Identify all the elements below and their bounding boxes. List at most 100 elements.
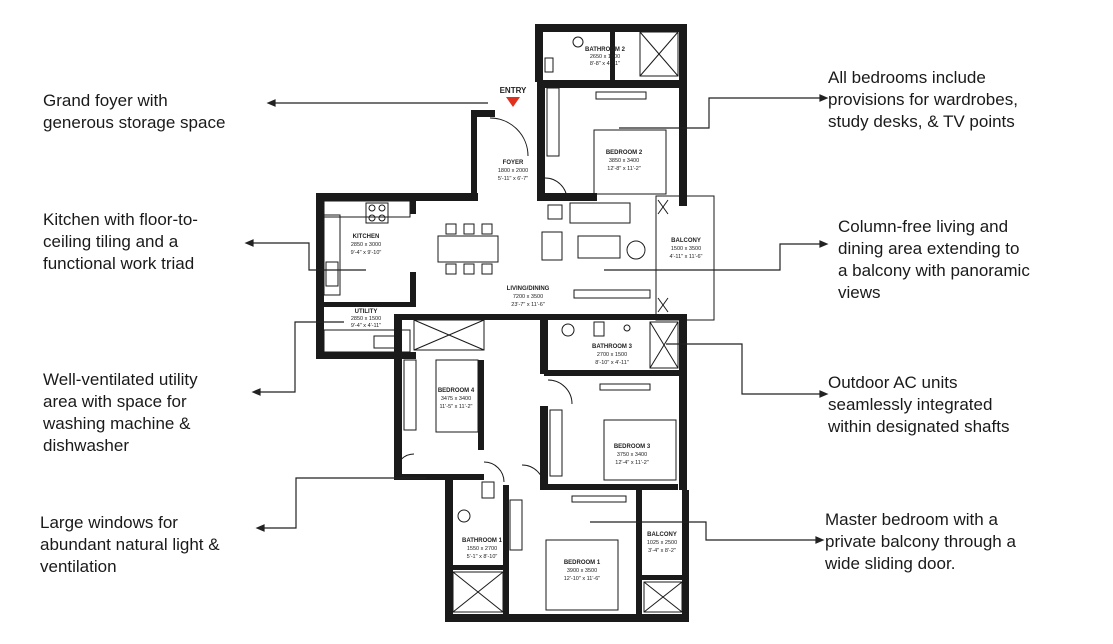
callout-line: abundant natural light & bbox=[40, 535, 220, 554]
wall-segment bbox=[544, 370, 684, 376]
callout-bedrooms: All bedrooms include provisions for ward… bbox=[828, 67, 1018, 133]
room-size-mm: 2850 x 3000 bbox=[351, 242, 381, 248]
wall-segment bbox=[548, 484, 678, 490]
room-size-mm: 1550 x 2700 bbox=[467, 546, 497, 552]
callout-line: area with space for bbox=[43, 392, 187, 411]
callout-line: views bbox=[838, 283, 881, 302]
wall-segment bbox=[394, 314, 402, 480]
room-name: BATHROOM 2 bbox=[585, 47, 626, 53]
room-labels: BATHROOM 2 2650 x 1500 8'-8" x 4'-11" BE… bbox=[351, 47, 703, 582]
arrowhead-icon bbox=[266, 99, 276, 107]
tv-unit bbox=[595, 91, 647, 100]
room-size-mm: 2850 x 1500 bbox=[351, 316, 381, 322]
callout-line: All bedrooms include bbox=[828, 68, 986, 87]
room-label-bathroom1: BATHROOM 1 1550 x 2700 5'-1" x 8'-10" bbox=[462, 538, 503, 560]
chair bbox=[481, 263, 493, 275]
room-size-ft: 8'-10" x 4'-11" bbox=[595, 360, 628, 366]
callout-line: Large windows for bbox=[40, 513, 178, 532]
sofa bbox=[569, 202, 631, 224]
utility-counter bbox=[323, 329, 411, 353]
room-name: BEDROOM 1 bbox=[564, 560, 601, 566]
wall-segment bbox=[537, 80, 687, 88]
wall-segment bbox=[640, 575, 686, 580]
callout-master: Master bedroom with a private balcony th… bbox=[825, 509, 1016, 575]
utility-sink bbox=[373, 335, 397, 349]
wall-segment bbox=[679, 24, 687, 206]
room-label-balcony-master: BALCONY 1025 x 2500 3'-4" x 8'-2" bbox=[647, 532, 677, 554]
room-label-foyer: FOYER 1800 x 2000 5'-11" x 6'-7" bbox=[498, 160, 528, 182]
room-size-mm: 3750 x 3400 bbox=[617, 452, 647, 458]
callout-foyer: Grand foyer with generous storage space bbox=[43, 90, 225, 134]
room-name: LIVING/DINING bbox=[507, 286, 550, 292]
room-name: BEDROOM 3 bbox=[614, 444, 651, 450]
walls bbox=[316, 24, 689, 622]
shower-area bbox=[413, 319, 485, 351]
tv-unit bbox=[571, 495, 627, 503]
wall-segment bbox=[445, 480, 453, 620]
door-swing bbox=[547, 379, 573, 405]
room-size-mm: 3850 x 3400 bbox=[609, 158, 639, 164]
room-label-bedroom3: BEDROOM 3 3750 x 3400 12'-4" x 11'-2" bbox=[614, 444, 651, 466]
shaft-mark bbox=[657, 297, 669, 313]
leader-ac bbox=[666, 343, 822, 395]
callout-line: provisions for wardrobes, bbox=[828, 90, 1018, 109]
room-name: FOYER bbox=[503, 160, 524, 166]
leader-bedrooms bbox=[619, 97, 822, 129]
door-swing bbox=[521, 464, 545, 488]
arrowhead-icon bbox=[819, 240, 829, 248]
callout-windows: Large windows for abundant natural light… bbox=[40, 512, 220, 578]
bed bbox=[603, 419, 677, 481]
wall-segment bbox=[471, 110, 495, 117]
sink bbox=[325, 261, 339, 287]
tv-unit bbox=[599, 383, 651, 391]
room-size-ft: 9'-4" x 4'-11" bbox=[351, 323, 381, 329]
armchair bbox=[541, 231, 563, 261]
callout-line: wide sliding door. bbox=[825, 554, 956, 573]
shower-area bbox=[452, 571, 504, 613]
burner bbox=[368, 204, 376, 212]
chair bbox=[445, 223, 457, 235]
room-size-ft: 12'-10" x 11'-6" bbox=[564, 576, 601, 582]
wall-segment bbox=[636, 490, 642, 616]
wc bbox=[544, 57, 554, 73]
room-size-ft: 12'-4" x 11'-2" bbox=[615, 460, 648, 466]
room-name: UTILITY bbox=[355, 309, 378, 315]
leader-lines bbox=[244, 94, 829, 544]
wall-segment bbox=[535, 24, 685, 32]
door-swing bbox=[395, 453, 415, 473]
wall-segment bbox=[540, 406, 548, 490]
callout-utility: Well-ventilated utility area with space … bbox=[43, 369, 198, 457]
wall-segment bbox=[445, 614, 689, 622]
wall-segment bbox=[316, 193, 478, 201]
chair bbox=[445, 263, 457, 275]
room-size-ft: 4'-11" x 11'-6" bbox=[669, 254, 702, 260]
plant bbox=[626, 240, 646, 260]
room-size-mm: 2700 x 1500 bbox=[597, 352, 627, 358]
leader-windows bbox=[262, 477, 426, 529]
room-size-ft: 8'-8" x 4'-11" bbox=[590, 61, 620, 67]
wall-segment bbox=[682, 490, 689, 620]
entry-door-swing bbox=[489, 117, 529, 157]
room-label-kitchen: KITCHEN 2850 x 3000 9'-4" x 9'-10" bbox=[351, 234, 382, 256]
wall-segment bbox=[537, 86, 545, 196]
callout-line: a balcony with panoramic bbox=[838, 261, 1030, 280]
wall-segment bbox=[450, 565, 508, 570]
wall-segment bbox=[316, 193, 324, 358]
shower-area bbox=[639, 31, 679, 77]
shower-cross bbox=[413, 319, 485, 351]
callout-line: functional work triad bbox=[43, 254, 195, 273]
bed bbox=[435, 359, 479, 433]
room-size-ft: 12'-8" x 11'-2" bbox=[607, 166, 640, 172]
callout-line: washing machine & bbox=[43, 414, 191, 433]
callout-line: dining area extending to bbox=[838, 239, 1020, 258]
callout-line: Grand foyer with bbox=[43, 91, 168, 110]
leader-utility bbox=[258, 321, 344, 393]
wc bbox=[593, 321, 605, 337]
room-name: KITCHEN bbox=[353, 234, 380, 240]
room-name: BATHROOM 3 bbox=[592, 344, 633, 350]
room-name: BALCONY bbox=[647, 532, 677, 538]
callout-line: Master bedroom with a bbox=[825, 510, 998, 529]
wardrobe bbox=[509, 499, 523, 551]
leader-master bbox=[590, 521, 818, 541]
door-swing bbox=[483, 461, 505, 483]
